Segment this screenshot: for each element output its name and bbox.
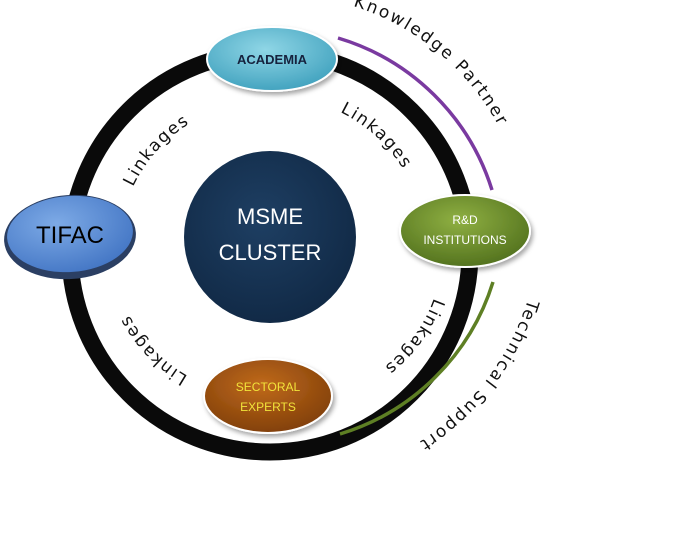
msme-cluster-node: MSME CLUSTER: [184, 151, 356, 323]
tifac-label: TIFAC: [36, 222, 104, 249]
sectoral-label-line1: SECTORAL: [236, 380, 301, 394]
knowledge-partner-label: Knowledge Partner: [351, 0, 512, 130]
rd-label-line2: INSTITUTIONS: [423, 233, 506, 247]
tifac-node: TIFAC: [4, 194, 136, 280]
academia-label: ACADEMIA: [237, 52, 308, 67]
rd-label-line1: R&D: [452, 213, 478, 227]
sectoral-label-line2: EXPERTS: [240, 400, 296, 414]
center-label-line2: CLUSTER: [219, 240, 322, 265]
rd-institutions-node: R&D INSTITUTIONS: [399, 194, 531, 268]
technical-support-arc: [339, 281, 495, 436]
linkages-label-lower-left: Linkages: [115, 312, 190, 389]
sectoral-experts-node: SECTORAL EXPERTS: [203, 358, 333, 434]
center-label-line1: MSME: [237, 204, 303, 229]
knowledge-partner-arc: [337, 36, 494, 191]
linkages-label-upper-left: Linkages: [120, 110, 193, 189]
academia-node: ACADEMIA: [206, 26, 338, 92]
